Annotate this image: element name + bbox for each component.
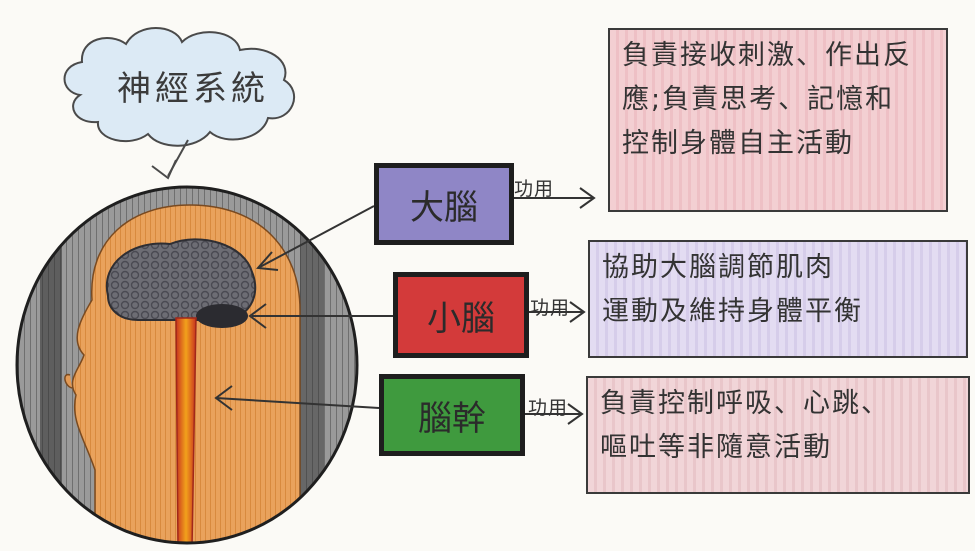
cerebellum-pointer	[248, 303, 393, 329]
brainstem-box: 腦幹	[379, 374, 525, 456]
spinal-cord-illustration	[175, 317, 197, 543]
cerebrum-box: 大腦	[374, 163, 514, 245]
description-line: 控制身體自主活動	[622, 128, 854, 159]
brainstem-description: 負責控制呼吸、心跳、 嘔吐等非隨意活動	[586, 376, 970, 494]
cerebrum-function-label: 功用	[514, 178, 555, 200]
cerebellum-function-label: 功用	[530, 297, 571, 319]
cerebellum-description: 協助大腦調節肌肉 運動及維持身體平衡	[588, 240, 968, 358]
cerebrum-description: 負責接收刺激、作出反 應;負責思考、記憶和 控制身體自主活動	[608, 28, 948, 212]
cerebellum-illustration	[196, 304, 248, 328]
description-line: 負責接收刺激、作出反	[622, 40, 912, 71]
diagram-title: 神經系統	[117, 68, 269, 109]
cerebrum-pointer	[255, 205, 375, 271]
function-arrow-2	[519, 301, 586, 323]
cerebellum-box: 小腦	[393, 272, 529, 358]
description-line: 應;負責思考、記憶和	[622, 84, 895, 115]
function-arrow-1	[504, 187, 596, 209]
brain-illustration	[105, 238, 257, 321]
description-line: 協助大腦調節肌肉	[602, 252, 834, 283]
brainstem-function-label: 功用	[528, 397, 569, 419]
title-cloud	[63, 27, 296, 147]
description-line: 負責控制呼吸、心跳、	[600, 388, 890, 419]
function-arrow-3	[515, 403, 584, 425]
description-line: 嘔吐等非隨意活動	[600, 432, 832, 463]
brainstem-pointer	[214, 385, 380, 411]
description-line: 運動及維持身體平衡	[602, 296, 863, 327]
